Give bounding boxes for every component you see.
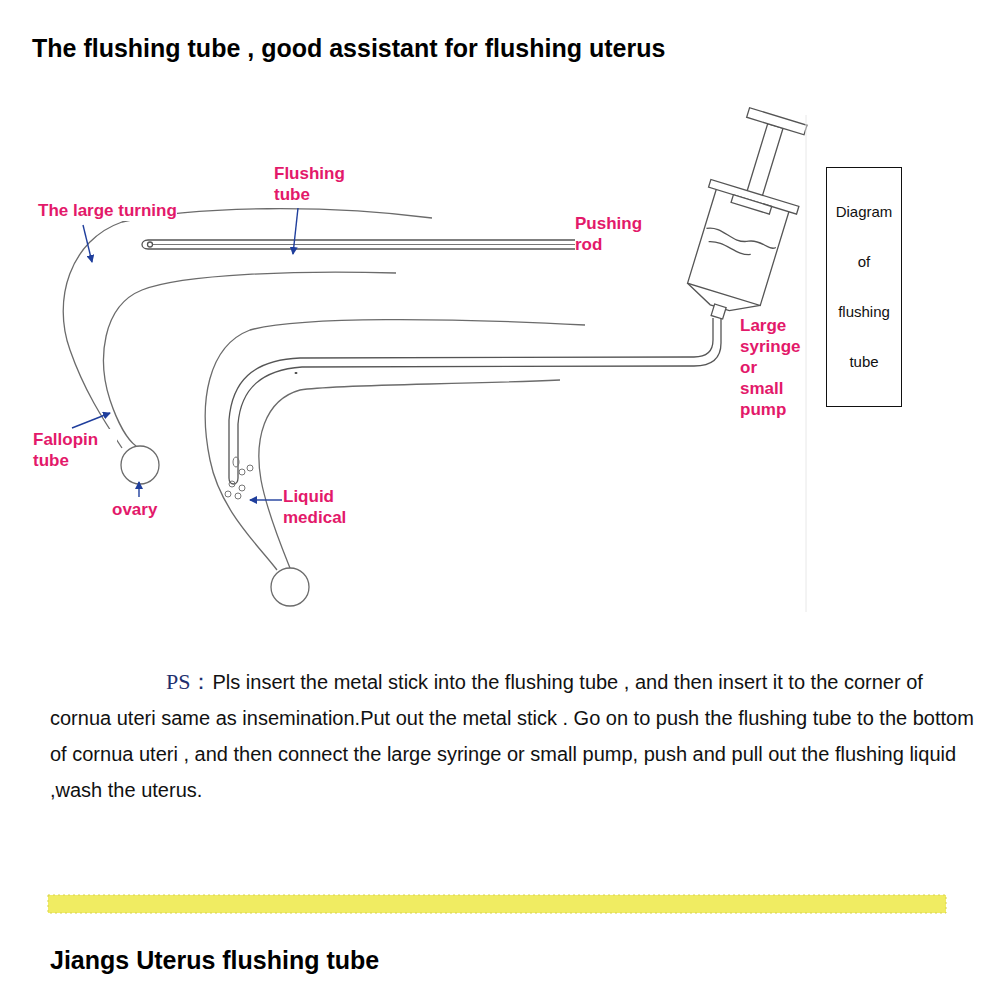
part-label: The large turning: [38, 200, 177, 221]
part-label: Liquid medical: [283, 486, 367, 528]
uterus-outline: [63, 209, 585, 606]
flushing-tube: [142, 240, 646, 249]
part-label: Flushing tube: [274, 163, 362, 205]
part-label: Pushing rod: [575, 213, 665, 255]
box-text: Diagram of flushing tube: [832, 187, 896, 387]
part-label: ovary: [112, 499, 157, 520]
caption: Jiangs Uterus flushing tube: [50, 946, 379, 975]
note-paragraph: PS：Pls insert the metal stick into the f…: [50, 664, 985, 808]
yellow-bar: [48, 895, 946, 913]
part-label: Large syringe or small pump: [740, 315, 800, 420]
title: The flushing tube , good assistant for f…: [32, 34, 665, 63]
legend-box: Diagram of flushing tube: [826, 167, 902, 407]
syringe: [673, 103, 822, 331]
divider-line: [806, 115, 807, 612]
liquid-drops: [225, 457, 253, 499]
note-prefix: PS：: [166, 669, 212, 694]
part-label: Fallopin tube: [33, 429, 117, 471]
flushing-tube-inserted: [229, 318, 721, 484]
yellow-bar-texture: [48, 895, 946, 913]
leader-arrows: [72, 208, 622, 500]
